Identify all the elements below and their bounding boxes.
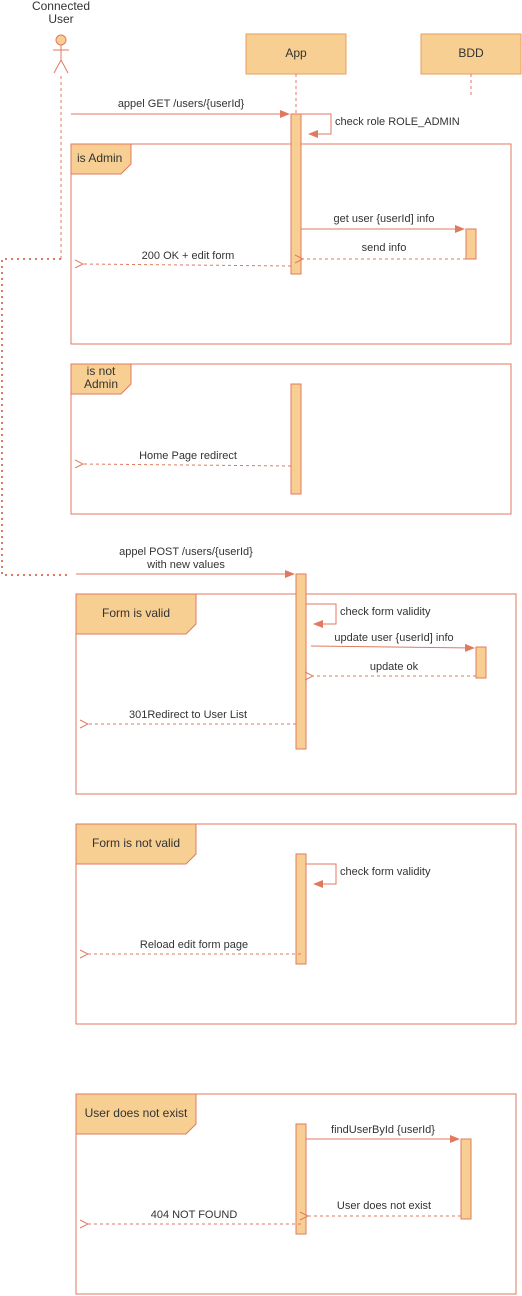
frame-label-is-admin: is Admin [77,151,122,165]
message-reload-form: Reload edit form page [88,939,301,954]
frame-form-valid: Form is valid [75,593,517,795]
participant-bdd: BDD [420,33,522,95]
message-not-exist-reply: User does not exist [308,1200,461,1216]
message-not-found: 404 NOT FOUND [88,1209,301,1224]
message-reload-form-label: Reload edit form page [140,939,248,951]
message-send-info: send info [303,242,466,259]
message-home-redirect: Home Page redirect [83,450,292,466]
app-box [245,33,347,75]
participant-app: App [245,33,347,115]
message-update-ok-label: update ok [370,661,419,673]
message-find-user-label: findUserById {userId} [331,1124,435,1136]
app-activation-not-valid [295,853,307,965]
app-activation-not-admin [290,383,302,495]
frame-form-not-valid: Form is not valid [75,823,517,1025]
frame-label-form-not-valid: Form is not valid [92,836,180,850]
bdd-activation-post [475,646,487,679]
message-check-validity-2-label: check form validity [340,866,431,878]
message-get-user-info-label: get user {userId] info [334,213,435,225]
message-check-validity-2: check form validity [306,863,431,888]
message-get: appel GET /users/{userId} [71,98,290,118]
app-activation-post [295,573,307,750]
message-ok-edit-form-label: 200 OK + edit form [142,250,235,262]
message-update-ok: update ok [313,661,476,676]
user-dotted-connector [1,258,70,576]
app-activation-not-exist [295,1123,307,1235]
bdd-box [420,33,522,75]
bdd-label: BDD [458,46,484,60]
bdd-activation-get [465,228,477,260]
message-find-user: findUserById {userId} [306,1124,460,1143]
message-redirect-list: 301Redirect to User List [88,709,296,724]
frame-label-form-valid: Form is valid [102,606,170,620]
message-post: appel POST /users/{userId}with new value… [76,546,295,578]
bdd-activation-not-exist [460,1138,472,1220]
message-ok-edit-form: 200 OK + edit form [83,250,292,266]
message-post-label: appel POST /users/{userId}with new value… [119,546,253,571]
message-not-found-label: 404 NOT FOUND [151,1209,238,1221]
message-redirect-list-label: 301Redirect to User List [129,709,247,721]
message-check-validity-1: check form validity [306,603,431,628]
message-check-role: check role ROLE_ADMIN [301,113,460,138]
app-label: App [285,46,307,60]
message-update-user: update user {userId] info [310,632,475,652]
message-send-info-label: send info [362,242,407,254]
message-update-user-label: update user {userId] info [334,632,453,644]
message-home-redirect-label: Home Page redirect [139,450,237,462]
message-check-role-label: check role ROLE_ADMIN [335,116,460,128]
frame-label-user-not-exist: User does not exist [85,1106,188,1120]
frame-user-not-exist: User does not exist [75,1093,517,1295]
message-get-user-info: get user {userId] info [301,213,465,233]
app-activation-get [290,113,302,275]
message-get-label: appel GET /users/{userId} [118,98,245,110]
message-check-validity-1-label: check form validity [340,606,431,618]
message-not-exist-reply-label: User does not exist [337,1200,431,1212]
actor-icon [53,34,69,74]
